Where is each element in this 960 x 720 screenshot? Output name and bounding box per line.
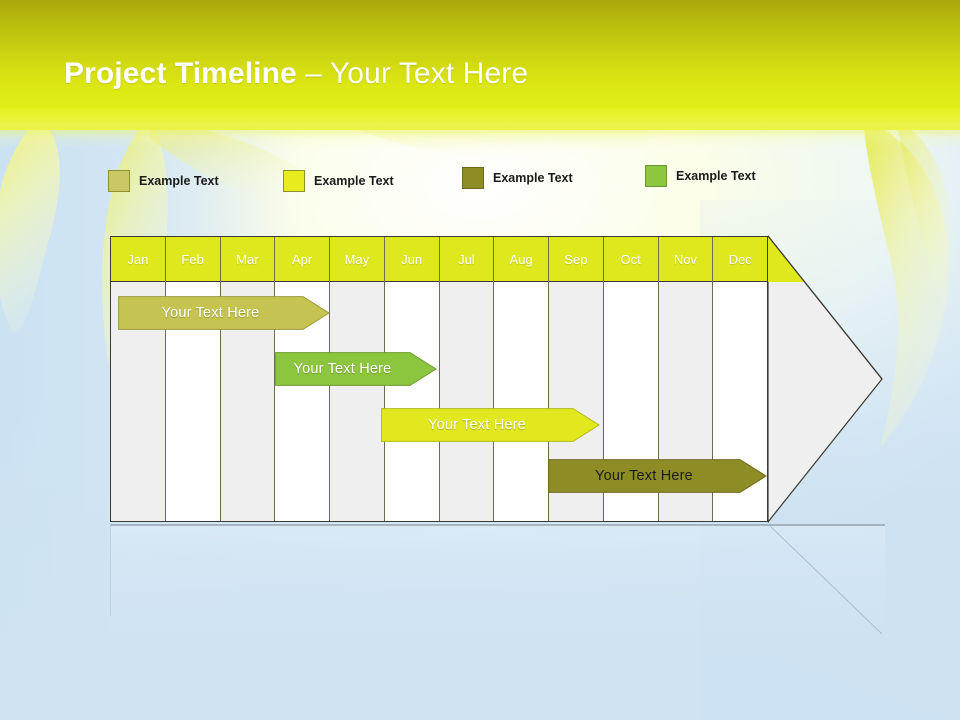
column-body-aug	[494, 282, 548, 521]
month-header-feb: Feb	[165, 237, 220, 282]
timeline-column-jan[interactable]: Jan	[111, 237, 166, 521]
page-title-bold: Project Timeline	[64, 57, 297, 90]
legend-label-2: Example Text	[314, 174, 394, 188]
timeline-bar-label-4: Your Text Here	[595, 468, 693, 484]
legend-item-2[interactable]: Example Text	[283, 170, 394, 192]
timeline-bar-label-2: Your Text Here	[293, 361, 392, 377]
legend-item-3[interactable]: Example Text	[462, 167, 573, 189]
legend-swatch-icon-2	[283, 170, 305, 192]
month-header-apr: Apr	[275, 237, 329, 282]
column-body-jul	[439, 282, 494, 521]
timeline-bar-3[interactable]: Your Text Here	[381, 408, 601, 442]
column-body-may	[330, 282, 384, 521]
timeline-bar-4[interactable]: Your Text Here	[548, 459, 768, 493]
legend-swatch-icon-3	[462, 167, 484, 189]
timeline-column-jul[interactable]: Jul	[439, 237, 495, 521]
month-header-aug: Aug	[494, 237, 548, 282]
legend-label-4: Example Text	[676, 169, 756, 183]
legend-swatch-icon-4	[645, 165, 667, 187]
legend-label-1: Example Text	[139, 174, 219, 188]
month-header-mar: Mar	[220, 237, 275, 282]
page-title: Project Timeline – Your Text Here	[64, 57, 528, 91]
month-header-nov: Nov	[658, 237, 713, 282]
page-title-separator: –	[296, 57, 330, 90]
timeline-column-aug[interactable]: Aug	[494, 237, 549, 521]
timeline-column-jun[interactable]: Jun	[384, 237, 440, 521]
timeline-bar-label-3: Your Text Here	[428, 417, 526, 433]
month-header-may: May	[330, 237, 384, 282]
month-header-oct: Oct	[603, 237, 658, 282]
timeline-bar-label-1: Your Text Here	[161, 305, 260, 321]
legend-item-1[interactable]: Example Text	[108, 170, 219, 192]
title-banner-fade	[0, 108, 960, 148]
timeline-column-mar[interactable]: Mar	[220, 237, 276, 521]
month-header-dec: Dec	[713, 237, 767, 282]
timeline-arrow-head	[767, 234, 884, 524]
timeline-bar-2[interactable]: Your Text Here	[275, 352, 438, 386]
month-header-sep: Sep	[549, 237, 603, 282]
legend-label-3: Example Text	[493, 171, 573, 185]
month-header-jun: Jun	[384, 237, 439, 282]
legend-item-4[interactable]: Example Text	[645, 165, 756, 187]
timeline-bar-1[interactable]: Your Text Here	[118, 296, 331, 330]
page-title-light: Your Text Here	[329, 57, 529, 90]
column-body-jun	[384, 282, 439, 521]
month-header-jul: Jul	[439, 237, 494, 282]
legend: Example Text Example Text Example Text E…	[108, 163, 828, 199]
timeline-column-feb[interactable]: Feb	[165, 237, 221, 521]
month-header-jan: Jan	[111, 237, 165, 282]
legend-swatch-icon-1	[108, 170, 130, 192]
